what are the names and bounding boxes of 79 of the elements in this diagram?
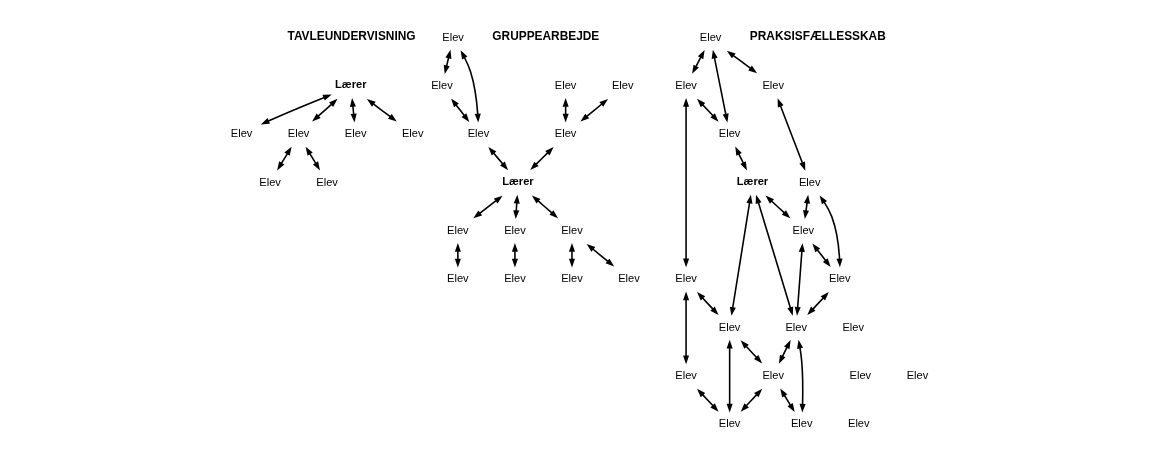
node-text: Elev xyxy=(446,272,469,285)
node-text: Elev xyxy=(761,79,784,92)
node-text: Elev xyxy=(230,127,252,140)
arrow xyxy=(305,146,320,171)
arrow xyxy=(696,292,719,316)
arrow xyxy=(511,243,518,268)
arrow xyxy=(531,195,558,219)
node-text: Elev xyxy=(467,127,489,140)
node-text: Elev xyxy=(554,79,576,92)
node-text: Elev xyxy=(611,79,633,92)
node-text: Elev xyxy=(847,417,870,430)
arrow xyxy=(726,339,733,413)
arrow xyxy=(472,195,503,219)
arrow xyxy=(487,146,508,171)
arrow xyxy=(819,195,843,268)
arrow xyxy=(696,388,719,412)
node-text: Elev xyxy=(430,79,453,92)
node-text: Elev xyxy=(258,175,281,188)
node-text: Elev xyxy=(674,272,697,285)
arrow xyxy=(779,388,795,413)
node-text: Elev xyxy=(315,175,338,188)
arrow xyxy=(586,243,614,267)
node-text: Elev xyxy=(554,127,576,140)
arrow xyxy=(796,339,806,413)
node-text: Elev xyxy=(718,417,740,430)
node-text: Elev xyxy=(792,224,814,237)
arrow xyxy=(460,50,481,123)
node-text: Elev xyxy=(674,79,697,92)
arrow xyxy=(579,98,608,122)
node-text: Elev xyxy=(441,30,464,43)
arrow xyxy=(682,98,689,268)
node-text: Elev xyxy=(401,127,423,140)
node-text: Elev xyxy=(790,417,813,430)
arrow xyxy=(450,98,469,122)
label: PRAKSISFÆLLESSKAB xyxy=(749,28,886,43)
node-text: Elev xyxy=(503,272,526,285)
node-text: Elev xyxy=(828,272,851,285)
node-text: Elev xyxy=(699,30,721,43)
arrow xyxy=(794,243,805,316)
arrow xyxy=(454,243,461,268)
node-text: Elev xyxy=(784,320,807,333)
node-text: Lærer xyxy=(334,78,366,91)
node-text: Elev xyxy=(287,127,309,140)
node-text: Elev xyxy=(841,320,864,333)
node-text: Elev xyxy=(560,272,583,285)
node-text: Elev xyxy=(718,320,740,333)
arrow xyxy=(740,340,762,364)
node-text: Elev xyxy=(446,224,469,237)
label: GRUPPEARBEJDE xyxy=(491,28,599,43)
node-text: Elev xyxy=(560,224,583,237)
arrow xyxy=(711,49,729,123)
node-text: Elev xyxy=(761,369,784,382)
arrow xyxy=(726,50,757,74)
arrow xyxy=(311,98,338,122)
node-text: Lærer xyxy=(736,174,768,187)
arrow xyxy=(729,194,752,316)
arrow xyxy=(529,147,554,170)
node-text: Elev xyxy=(906,369,928,382)
node-text: Elev xyxy=(617,272,640,285)
node-text: Lærer xyxy=(501,174,534,187)
arrow xyxy=(696,98,719,122)
arrow xyxy=(811,243,831,267)
arrow xyxy=(755,194,793,316)
arrow xyxy=(260,94,332,125)
label: TAVLEUNDERVISNING xyxy=(287,28,416,43)
arrow xyxy=(682,291,689,365)
node-text: Elev xyxy=(503,224,526,237)
node-text: Elev xyxy=(718,127,740,140)
arrow xyxy=(777,98,805,171)
arrow xyxy=(765,195,790,219)
arrow xyxy=(806,292,829,316)
arrow xyxy=(568,243,575,268)
arrow xyxy=(276,146,292,171)
node-text: Elev xyxy=(674,369,697,382)
arrow xyxy=(366,99,397,122)
node-text: Elev xyxy=(798,175,820,188)
node-text: Elev xyxy=(849,369,871,382)
node-text: Elev xyxy=(344,127,366,140)
arrow xyxy=(740,388,762,412)
